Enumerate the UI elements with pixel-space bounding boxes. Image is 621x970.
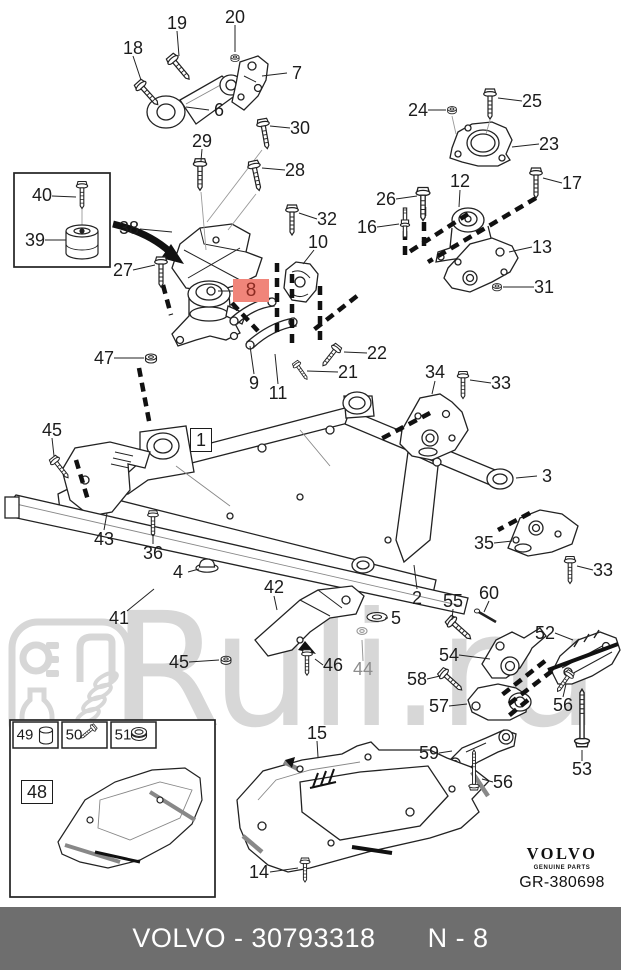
callout-2: 2 <box>411 588 423 608</box>
inset-box-48 <box>9 719 216 898</box>
callout-51: 51 <box>114 726 132 744</box>
callout-33: 33 <box>490 373 512 393</box>
footer-bar: VOLVO - 30793318 N - 8 <box>0 907 621 970</box>
callout-46: 46 <box>322 655 344 675</box>
callout-33-b: 33 <box>592 560 614 580</box>
construction-lines <box>200 115 491 251</box>
part-skid-plate-48 <box>57 767 203 869</box>
callout-50: 50 <box>65 726 83 744</box>
callout-39: 39 <box>24 230 46 250</box>
callout-59: 59 <box>418 743 440 763</box>
nut-44 <box>356 627 368 635</box>
brand-block: VOLVO GENUINE PARTS GR-380698 <box>518 844 606 892</box>
callout-25: 25 <box>521 91 543 111</box>
callout-48-boxed: 48 <box>21 780 54 804</box>
callout-20: 20 <box>224 7 246 27</box>
callout-7: 7 <box>291 63 303 83</box>
callout-31: 31 <box>533 277 555 297</box>
footer-page-number: N - 8 <box>427 923 489 953</box>
callout-28: 28 <box>284 160 306 180</box>
callout-21: 21 <box>337 362 359 382</box>
leader-lines <box>45 25 594 873</box>
callout-16: 16 <box>356 217 378 237</box>
callout-13: 13 <box>531 237 553 257</box>
part-bracket-13 <box>443 237 519 293</box>
callout-17: 17 <box>561 173 583 193</box>
callout-45-b: 45 <box>168 652 190 672</box>
callout-56-b: 56 <box>492 772 514 792</box>
part-bushing-39 <box>65 224 99 260</box>
part-plate-23 <box>449 121 513 167</box>
part-skid-plate-15 <box>236 741 490 873</box>
callout-1-boxed: 1 <box>190 428 213 452</box>
callout-19: 19 <box>166 13 188 33</box>
part-mount-38 <box>171 223 263 293</box>
grommet-icon <box>130 726 148 742</box>
assembly-dashed-lines <box>73 196 554 720</box>
callout-52: 52 <box>534 623 556 643</box>
fasteners <box>47 51 591 883</box>
callout-9: 9 <box>248 373 260 393</box>
callout-55: 55 <box>442 591 464 611</box>
callout-4: 4 <box>172 562 184 582</box>
plug-icon <box>38 726 54 745</box>
callout-35: 35 <box>473 533 495 553</box>
callout-42: 42 <box>263 577 285 597</box>
callout-12: 12 <box>449 171 471 191</box>
callout-40: 40 <box>31 185 53 205</box>
callout-54: 54 <box>438 645 460 665</box>
callout-6: 6 <box>213 100 225 120</box>
callout-15: 15 <box>306 723 328 743</box>
callout-58: 58 <box>406 669 428 689</box>
part-crossbar-41 <box>4 494 469 615</box>
inset-arrow <box>112 220 184 264</box>
callout-22: 22 <box>366 343 388 363</box>
callout-41: 41 <box>108 608 130 628</box>
footer-part-number: VOLVO - 30793318 <box>132 923 376 953</box>
callout-23: 23 <box>538 134 560 154</box>
callout-11: 11 <box>268 383 288 403</box>
callout-18: 18 <box>122 38 144 58</box>
callout-56: 56 <box>552 695 574 715</box>
volvo-logo-text: VOLVO <box>526 844 598 863</box>
part-bracket-54 <box>481 627 547 679</box>
callout-30: 30 <box>289 118 311 138</box>
part-bracket-34 <box>399 393 469 461</box>
callout-44: 44 <box>352 659 374 679</box>
genuine-parts-text: GENUINE PARTS <box>533 865 591 871</box>
leader-line-44 <box>361 639 364 662</box>
callout-57: 57 <box>428 696 450 716</box>
part-bracket-7 <box>231 55 269 111</box>
callout-29: 29 <box>191 131 213 151</box>
callout-26: 26 <box>375 189 397 209</box>
callout-38: 38 <box>118 218 140 238</box>
callout-3: 3 <box>541 466 553 486</box>
callout-27: 27 <box>112 260 134 280</box>
callout-14: 14 <box>248 862 270 882</box>
callout-60: 60 <box>478 583 500 603</box>
callout-43: 43 <box>93 529 115 549</box>
part-bracket-35 <box>507 509 579 557</box>
pin-60 <box>473 608 497 624</box>
callout-45: 45 <box>41 420 63 440</box>
graphic-reference: GR-380698 <box>519 874 605 891</box>
inset-box-39-40 <box>13 172 111 268</box>
callout-32: 32 <box>316 209 338 229</box>
callout-47: 47 <box>93 348 115 368</box>
callout-53: 53 <box>571 759 593 779</box>
callout-34: 34 <box>424 362 446 382</box>
callout-24: 24 <box>407 100 429 120</box>
callout-5: 5 <box>390 608 402 628</box>
callout-49: 49 <box>16 726 34 744</box>
callout-36: 36 <box>142 543 164 563</box>
callout-10: 10 <box>307 232 329 252</box>
highlighted-callout-8: 8 <box>233 279 269 302</box>
